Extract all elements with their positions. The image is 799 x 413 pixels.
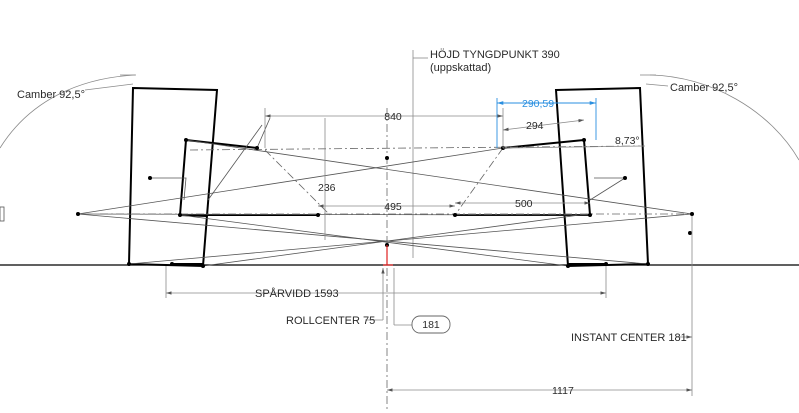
angle-text: 8,73° [615,135,640,147]
left-pushrod [207,124,263,201]
cross-line-2 [179,214,569,267]
instant-center-text: INSTANT CENTER 181 [571,332,687,344]
dashdot-diag-2 [454,147,504,216]
roll-center-text: ROLLCENTER 75 [286,315,375,327]
box-181 [411,315,451,334]
cg-height-text: HÖJD TYNGDPUNKT 390 [430,49,560,61]
dim-290-text: 290,59 [522,98,554,110]
ic-line-l1 [77,147,504,215]
camber-left-leader [84,83,134,91]
right-upper-arm [502,139,585,149]
angle-ref-line [502,145,646,149]
box-181-text: 181 [422,319,440,331]
left-upper-arm-ext [256,117,271,149]
ic-line-l2 [77,213,591,216]
ic-line-r2 [128,213,693,265]
left-knuckle [150,177,187,201]
track-width-text: SPÅRVIDD 1593 [255,287,339,300]
dim-294-line [502,119,585,131]
camber-right-text: Camber 92,5° [670,82,738,94]
left-wheel-outline [127,86,219,268]
dim-1117-text: 1117 [552,385,574,397]
left-edge-marker [0,206,5,222]
camber-arc-right [649,74,799,161]
dim-840-text: 840 [384,111,402,123]
camber-right-leader [645,83,669,87]
cg-estimated-text: (uppskattad) [430,62,491,74]
camber-arc-left [0,74,136,149]
camber-left-text: Camber 92,5° [17,89,85,101]
dim-294-text: 294 [526,120,544,132]
right-wheel-outline [554,86,650,268]
cross-line-1 [202,213,588,267]
dim-236-text: 236 [318,182,336,194]
ic-line-r1 [185,139,693,215]
right-knuckle [589,177,627,201]
dashdot-diag-1 [264,149,331,216]
dashdot-upper [189,145,641,151]
dim-495-text: 495 [384,201,402,213]
dim-500-text: 500 [515,198,533,210]
vertex-points [76,138,694,268]
